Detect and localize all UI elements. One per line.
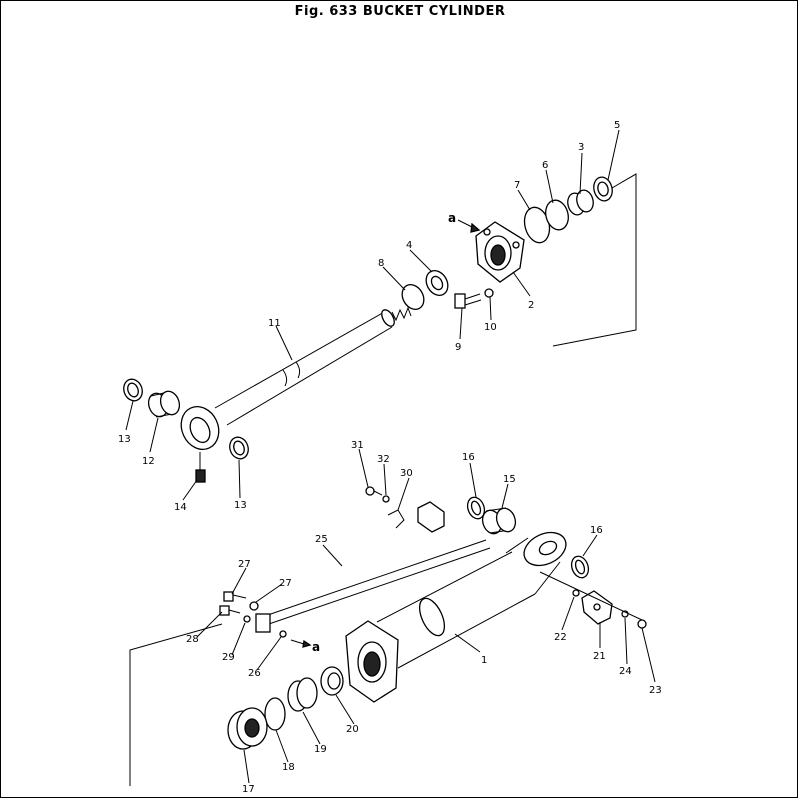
callout-32: 32: [377, 454, 390, 465]
rod-seal-5: [593, 176, 613, 202]
callout-9: 9: [455, 342, 461, 353]
callout-labels: 5 3 6 7 a 2 4 8 9 10 11 12 13 13 14 16 1…: [118, 120, 662, 795]
callout-1: 1: [481, 655, 487, 666]
callout-16-right: 16: [590, 525, 603, 536]
callout-12: 12: [142, 456, 155, 467]
grease-fitting-14: [195, 452, 206, 483]
callout-8-upper: 8: [378, 258, 384, 269]
callout-29: 29: [222, 652, 235, 663]
callout-15: 15: [503, 474, 516, 485]
callout-5: 5: [614, 120, 620, 131]
o-ring-26: [279, 630, 287, 638]
callout-23: 23: [649, 685, 662, 696]
bolt-9: [454, 293, 482, 309]
callout-22: 22: [554, 632, 567, 643]
pipe-25: [255, 539, 491, 633]
callout-14: 14: [174, 502, 187, 513]
washer-32: [382, 495, 390, 503]
piston-nut-20: [320, 666, 344, 696]
o-ring-6: [545, 199, 569, 231]
callout-10: 10: [484, 322, 497, 333]
callout-17: 17: [242, 784, 255, 795]
cylinder-head-2: [475, 221, 525, 283]
callout-28: 28: [186, 634, 199, 645]
cylinder-tube-1: [345, 531, 567, 703]
bracket-21: [581, 590, 613, 625]
ref-letter-a-lower: a: [312, 640, 320, 654]
callout-19: 19: [314, 744, 327, 755]
wear-ring-19: [287, 677, 318, 712]
clamp-30: [387, 501, 445, 533]
callout-3: 3: [578, 142, 584, 153]
callout-25: 25: [315, 534, 328, 545]
piston-rod: [180, 306, 412, 450]
callout-30: 30: [400, 468, 413, 479]
bolt-23: [637, 619, 647, 629]
upper-group-bracket: [552, 173, 637, 347]
figure-title: Fig. 633 BUCKET CYLINDER: [294, 4, 506, 19]
bushing-12: [147, 390, 181, 418]
bushing-15: [481, 507, 517, 535]
ring-8-upper: [401, 284, 425, 310]
washer-27: [249, 601, 259, 611]
ref-arrow-a-lower: [290, 639, 305, 645]
callout-18: 18: [282, 762, 295, 773]
callout-31: 31: [351, 440, 364, 451]
bolt-31: [365, 486, 383, 496]
piston-ring-18: [264, 697, 286, 731]
callout-20: 20: [346, 724, 359, 735]
callout-13-right: 13: [234, 500, 247, 511]
callout-27-lower: 27: [279, 578, 292, 589]
callout-4: 4: [406, 240, 412, 251]
callout-11: 11: [268, 318, 281, 329]
o-ring-22: [572, 589, 580, 597]
piston-17: [227, 707, 268, 750]
washer-29: [243, 615, 251, 623]
bushing-3: [567, 189, 594, 216]
nut-4: [425, 270, 449, 296]
callout-13-left: 13: [118, 434, 131, 445]
leader-lines: [125, 129, 656, 784]
bolt-27-upper: [223, 591, 247, 602]
callout-16-left: 16: [462, 452, 475, 463]
callout-24: 24: [619, 666, 632, 677]
callout-27-upper: 27: [238, 559, 251, 570]
callout-21: 21: [593, 651, 606, 662]
bolt-28: [219, 605, 241, 616]
callout-2: 2: [528, 300, 534, 311]
lower-group-bracket: [129, 623, 223, 786]
washer-10: [484, 288, 494, 298]
callout-26: 26: [248, 668, 261, 679]
ref-letter-a-upper: a: [448, 211, 456, 225]
callout-7: 7: [514, 180, 520, 191]
callout-6: 6: [542, 160, 548, 171]
